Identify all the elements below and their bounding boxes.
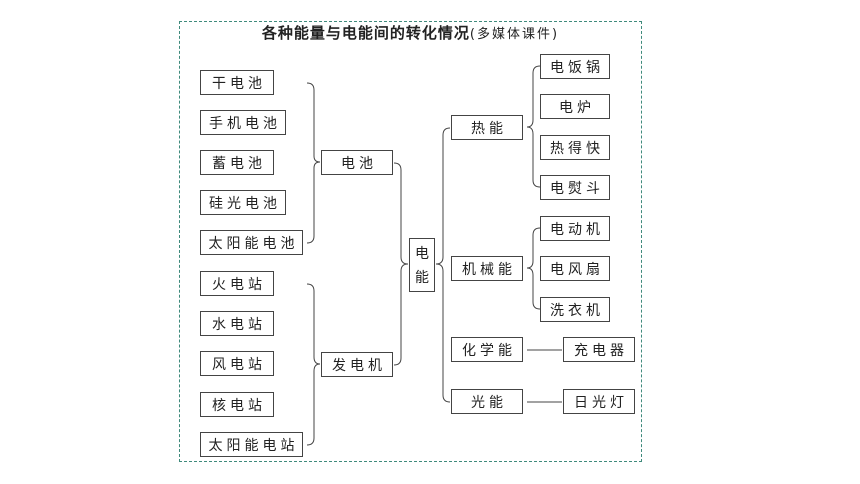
device-charger: 充电器 [563,337,635,362]
node-heat-energy: 热能 [451,115,523,140]
device-washing-machine: 洗衣机 [540,297,610,322]
node-wind-station: 风电站 [200,351,274,376]
node-silicon-battery: 硅光电池 [200,190,286,215]
brace-stations [306,283,321,446]
node-battery: 电池 [321,150,393,175]
brace-heat [526,65,541,188]
diagram-title: 各种能量与电能间的转化情况(多媒体课件) [179,22,642,43]
node-nuclear-station: 核电站 [200,392,274,417]
node-generator: 发电机 [321,352,393,377]
device-rice-cooker: 电饭锅 [540,54,610,79]
diagram-frame [179,21,642,462]
center-char-2: 能 [415,270,429,286]
node-hydro-station: 水电站 [200,311,274,336]
device-electric-stove: 电炉 [540,94,610,119]
node-dry-battery: 干电池 [200,70,274,95]
device-fluorescent-lamp: 日光灯 [563,389,635,414]
brace-mechanical [526,227,541,310]
node-storage-battery: 蓄电池 [200,150,274,175]
node-phone-battery: 手机电池 [200,110,286,135]
title-sub: (多媒体课件) [469,27,560,42]
node-solar-station: 太阳能电站 [200,432,303,457]
device-electric-fan: 电风扇 [540,256,610,281]
node-solar-battery: 太阳能电池 [200,230,303,255]
title-main: 各种能量与电能间的转化情况 [261,24,470,42]
node-electric-energy: 电 能 [409,238,435,292]
brace-batteries [306,82,321,244]
center-char-1: 电 [415,246,429,262]
device-electric-motor: 电动机 [540,216,610,241]
device-electric-iron: 电熨斗 [540,175,610,200]
brace-to-energy [393,162,409,366]
device-immersion-heater: 热得快 [540,135,610,160]
node-thermal-station: 火电站 [200,271,274,296]
brace-to-forms [435,127,451,403]
node-chemical-energy: 化学能 [451,337,523,362]
node-light-energy: 光能 [451,389,523,414]
node-mechanical-energy: 机械能 [451,256,523,281]
